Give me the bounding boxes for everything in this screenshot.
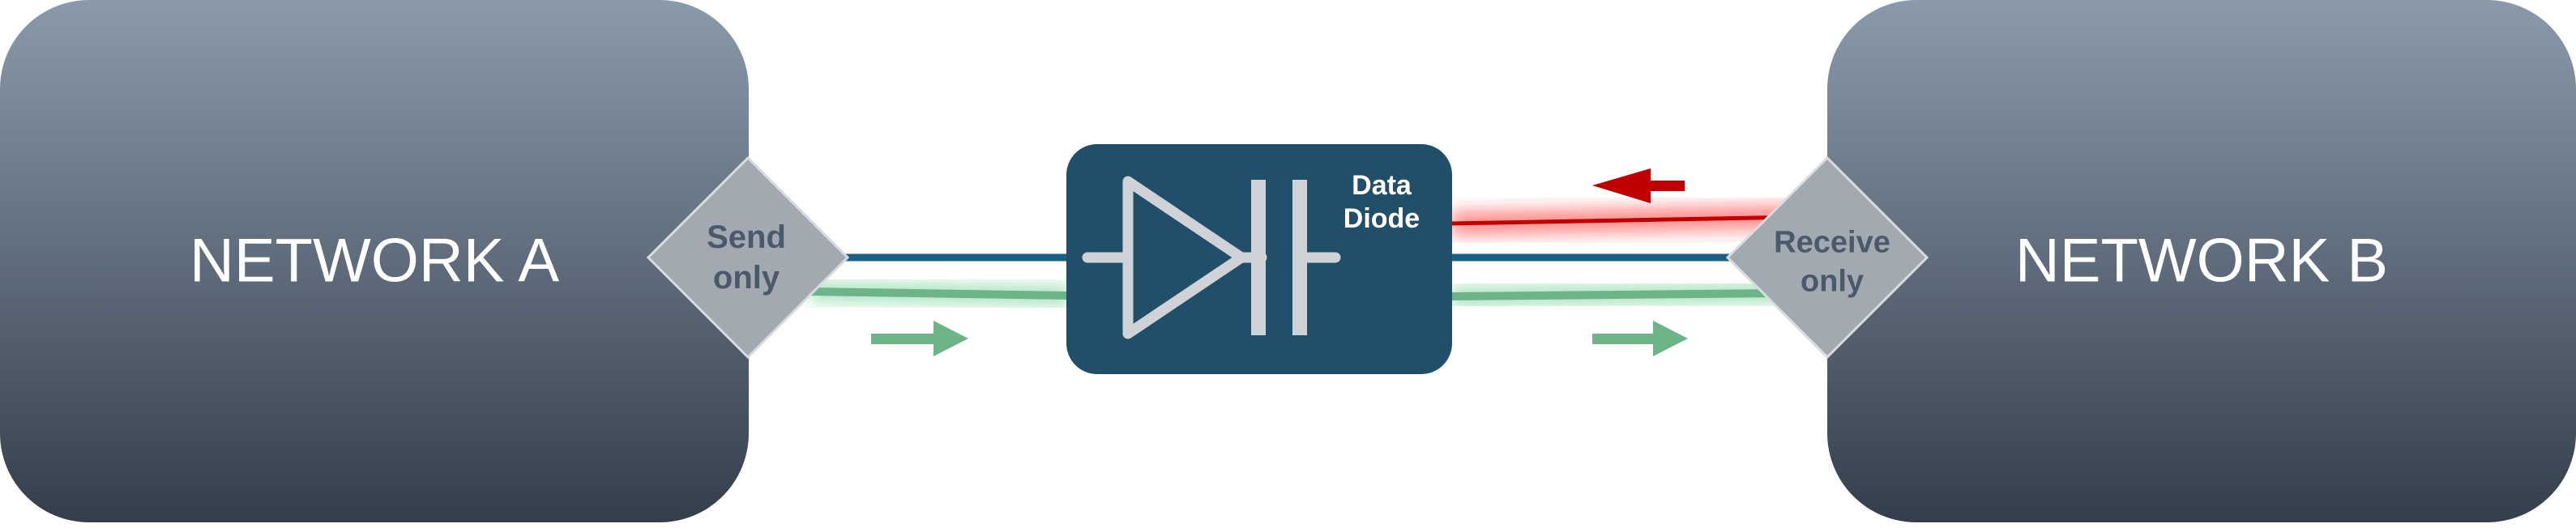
data-diode-label: Data Diode [1344,169,1420,236]
network-b-label: NETWORK B [2014,226,2389,296]
forward-flow-line-right [1450,289,1784,300]
receive-only-line2: only [1800,264,1865,298]
receive-only-line1: Receive [1774,225,1890,260]
network-a-label: NETWORK A [189,226,560,296]
forward-flow-line-left [810,287,1070,300]
forward-arrow-icon [1592,321,1688,356]
diode-symbol-icon [1082,176,1341,339]
network-a-box [0,0,749,522]
data-diode-line1: Data [1352,170,1412,202]
receive-only-port [1725,155,1929,360]
receive-only-label: Receive only [1774,224,1890,301]
send-only-line2: only [712,260,780,296]
blocked-return-line [1450,215,1800,226]
send-only-line1: Send [707,219,786,255]
send-only-label: Send only [707,217,786,298]
blocked-arrow-icon [1592,168,1685,203]
send-only-port [646,155,850,360]
network-b-box [1827,0,2576,522]
data-diode-line2: Diode [1343,203,1420,234]
forward-arrow-icon [871,321,968,356]
